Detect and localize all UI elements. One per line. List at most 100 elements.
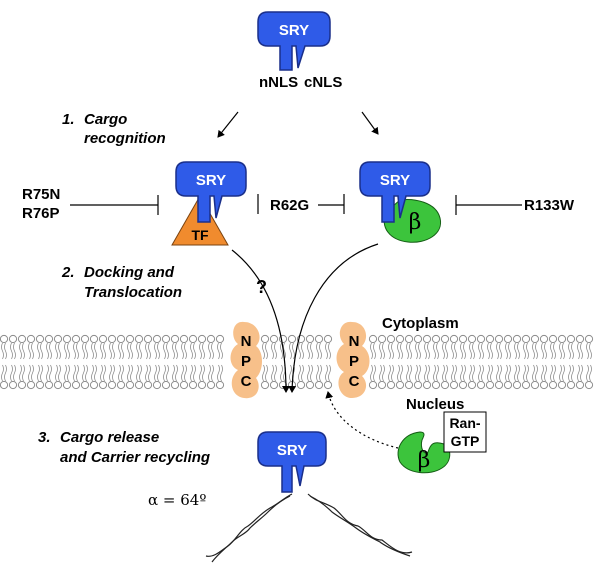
lipid-tail (406, 342, 412, 360)
npc-right-letter-c: C (349, 373, 360, 390)
lipid-tail (109, 342, 115, 360)
lipid-head (494, 334, 504, 344)
lipid-tail (550, 342, 556, 360)
nnls-label: nNLS (259, 74, 299, 91)
npc-left-letter-n: N (241, 333, 252, 350)
lipid-head (449, 380, 459, 390)
lipid-tail (532, 342, 538, 360)
lipid-tail (10, 364, 16, 382)
lipid-head (458, 334, 468, 344)
lipid-head (8, 334, 18, 344)
beta-ran-complex: β Ran- GTP (397, 411, 487, 474)
lipid-tail (388, 342, 394, 360)
lipid-head (161, 334, 171, 344)
lipid-tail (55, 342, 61, 360)
sry-bottom: SRY (257, 431, 327, 493)
lipid-head (98, 380, 108, 390)
lipid-head (368, 334, 378, 344)
lipid-head (575, 334, 585, 344)
lipid-head (548, 334, 558, 344)
step2-line1: Docking and (84, 264, 175, 281)
lipid-head (494, 380, 504, 390)
lipid-tail (145, 342, 151, 360)
sry-tf-complex: TF SRY (171, 161, 247, 246)
lipid-head (584, 334, 594, 344)
mutation-r62g: R62G (270, 197, 310, 214)
lipid-tail (109, 364, 115, 382)
lipid-head (404, 380, 414, 390)
npc-left: N P C (230, 321, 262, 399)
sry-tf-shape (175, 161, 247, 223)
lipid-head (557, 334, 567, 344)
lipid-head (125, 380, 135, 390)
lipid-head (215, 380, 225, 390)
lipid-head (539, 334, 549, 344)
lipid-tail (316, 364, 322, 382)
step3-line2: and Carrier recycling (60, 449, 211, 466)
lipid-tail (370, 342, 376, 360)
lipid-tail (496, 364, 502, 382)
lipid-head (188, 380, 198, 390)
lipid-head (197, 334, 207, 344)
npc-left-letter-c: C (241, 373, 252, 390)
lipid-tail (217, 364, 223, 382)
lipid-tail (199, 364, 205, 382)
lipid-head (206, 380, 216, 390)
npc-right-shape (336, 321, 370, 398)
lipid-head (152, 380, 162, 390)
npc-left-shape (230, 321, 262, 399)
lipid-tail (1, 364, 7, 382)
lipid-tail (514, 364, 520, 382)
lipid-head (485, 380, 495, 390)
lipid-tail (451, 342, 457, 360)
lipid-head (584, 380, 594, 390)
lipid-tail (262, 342, 268, 360)
arrow-left-translocation (231, 249, 290, 393)
lipid-head (386, 334, 396, 344)
lipid-head (503, 334, 513, 344)
lipid-tail (541, 342, 547, 360)
lipid-head (116, 334, 126, 344)
lipid-head (125, 334, 135, 344)
lipid-tail (262, 364, 268, 382)
sry-top-shape (257, 11, 331, 71)
lipid-head (566, 380, 576, 390)
lipid-tail (10, 342, 16, 360)
lipid-head (116, 380, 126, 390)
lipid-tail (64, 342, 70, 360)
lipid-head (269, 334, 279, 344)
lipid-tail (442, 342, 448, 360)
sry-tf-label: SRY (196, 172, 226, 189)
lipid-head (0, 334, 9, 344)
lipid-head (26, 334, 36, 344)
lipid-head (17, 334, 27, 344)
lipid-head (44, 380, 54, 390)
lipid-tail (127, 364, 133, 382)
lipid-head (53, 334, 63, 344)
lipid-head (368, 380, 378, 390)
lipid-tail (28, 342, 34, 360)
lipid-tail (73, 342, 79, 360)
beta-shape-cytoplasm (383, 199, 442, 243)
sry-top: SRY (257, 11, 331, 71)
lipid-tail (118, 342, 124, 360)
lipid-tail (523, 364, 529, 382)
lipid-head (395, 380, 405, 390)
lipid-head (35, 334, 45, 344)
lipid-head (530, 334, 540, 344)
lipid-tail (397, 364, 403, 382)
lipid-head (143, 334, 153, 344)
lipid-head (377, 334, 387, 344)
lipid-head (179, 334, 189, 344)
lipid-head (35, 380, 45, 390)
lipid-tail (127, 342, 133, 360)
lipid-head (539, 380, 549, 390)
lipid-tail (100, 342, 106, 360)
sry-beta-label: SRY (380, 172, 410, 189)
lipid-tail (181, 364, 187, 382)
lipid-tail (316, 342, 322, 360)
npc-right-letter-p: P (349, 353, 359, 370)
lipid-tail (478, 364, 484, 382)
lipid-head (170, 380, 180, 390)
lipid-tail (271, 342, 277, 360)
